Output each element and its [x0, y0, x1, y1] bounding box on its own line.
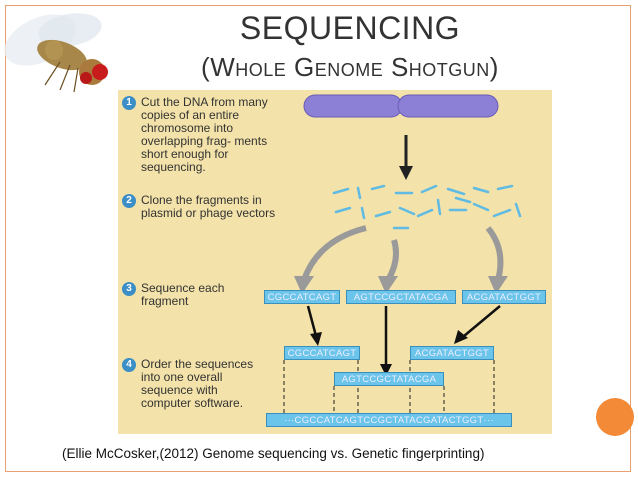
fragment-sequence-3: ACGATACTGGT: [462, 290, 546, 304]
step-3-number: 3: [122, 282, 136, 296]
dna-fragments: [332, 184, 522, 230]
slide-title: SEQUENCING: [239, 10, 461, 46]
step-1-number: 1: [122, 96, 136, 110]
step-2-number: 2: [122, 194, 136, 208]
order-arrow-1: [306, 305, 318, 337]
step-4-number: 4: [122, 358, 136, 372]
citation-caption: (Ellie McCosker,(2012) Genome sequencing…: [62, 446, 485, 461]
ordered-sequence-1: CGCCATCAGT: [284, 346, 360, 360]
step-1-text: Cut the DNA from many copies of an entir…: [141, 95, 268, 174]
step-3: 3 Sequence each fragment: [122, 282, 272, 308]
slide-subtitle: (Whole Genome Shotgun): [201, 52, 499, 82]
fragment-sequence-1: CGCCATCAGT: [264, 290, 340, 304]
step-2: 2 Clone the fragments in plasmid or phage…: [122, 194, 292, 220]
fragment-sequence-2: AGTCCGCTATACGA: [346, 290, 456, 304]
order-arrow-3: [463, 305, 501, 337]
fruit-fly-image: [4, 13, 108, 93]
consensus-sequence: ···CGCCATCAGTCCGCTATACGATACTGGT···: [266, 413, 512, 427]
chromosome-right: [397, 94, 499, 118]
clone-arrowheads: [294, 276, 508, 294]
ordered-sequence-3: ACGATACTGGT: [410, 346, 494, 360]
shotgun-diagram: [283, 94, 522, 418]
clone-arrows: [301, 225, 504, 282]
cut-arrowhead: [399, 166, 413, 180]
step-3-text: Sequence each fragment: [141, 281, 225, 308]
step-2-text: Clone the fragments in plasmid or phage …: [141, 193, 276, 220]
ordered-sequence-2: AGTCCGCTATACGA: [334, 372, 444, 386]
step-4: 4 Order the sequences into one overall se…: [122, 358, 292, 410]
slide-border: [5, 5, 631, 472]
step-1: 1 Cut the DNA from many copies of an enti…: [122, 96, 292, 174]
chromosome-left: [303, 94, 403, 118]
alignment-lines: [283, 360, 495, 418]
step-4-text: Order the sequences into one overall seq…: [141, 357, 254, 410]
decorative-circle: [596, 398, 634, 436]
